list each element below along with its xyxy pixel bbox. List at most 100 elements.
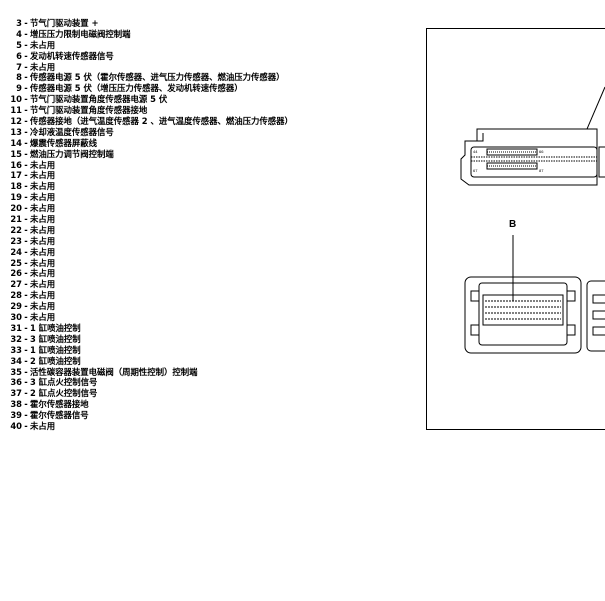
pin-number: 39	[10, 410, 22, 421]
pin-description: 传感器电源 5 伏（增压压力传感器、发动机转速传感器）	[30, 83, 243, 94]
pin-number: 19	[10, 192, 22, 203]
pin-separator: -	[24, 137, 28, 148]
pin-description: 霍尔传感器信号	[30, 410, 89, 421]
pin-separator: -	[24, 148, 28, 159]
pin-number: 21	[10, 214, 22, 225]
pin-item: 32-3 缸喷油控制	[6, 334, 293, 345]
pin-separator: -	[24, 344, 28, 355]
pin-number: 27	[10, 279, 22, 290]
pin-item: 28-未占用	[6, 290, 293, 301]
pin-item: 24-未占用	[6, 247, 293, 258]
pin-number: 8	[16, 72, 22, 83]
pin-item: 20-未占用	[6, 203, 293, 214]
pin-separator: -	[24, 181, 28, 192]
pin-description: 未占用	[30, 420, 56, 431]
pin-item: 19-未占用	[6, 192, 293, 203]
pin-number: 13	[10, 126, 22, 137]
pin-number: 3	[16, 18, 22, 28]
pin-description: 未占用	[30, 290, 56, 301]
pin-separator: -	[24, 105, 28, 116]
pin-description: 未占用	[30, 39, 56, 50]
pin-item: 9-传感器电源 5 伏（增压压力传感器、发动机转速传感器）	[6, 83, 293, 94]
pin-separator: -	[24, 116, 28, 127]
pin-separator: -	[24, 322, 28, 333]
pin-separator: -	[24, 214, 28, 225]
pin-item: 34-2 缸喷油控制	[6, 356, 293, 367]
pin-label-tr: 66	[539, 149, 544, 154]
pin-description: 燃油压力调节阀控制端	[30, 148, 114, 159]
pin-item: 15-燃油压力调节阀控制端	[6, 149, 293, 160]
pin-number: 30	[10, 312, 22, 323]
pin-separator: -	[24, 170, 28, 181]
pin-item: 8-传感器电源 5 伏（霍尔传感器、进气压力传感器、燃油压力传感器）	[6, 72, 293, 83]
pin-description: 传感器电源 5 伏（霍尔传感器、进气压力传感器、燃油压力传感器）	[30, 72, 285, 83]
pin-description: 未占用	[30, 246, 56, 257]
pin-item: 26-未占用	[6, 268, 293, 279]
pin-number: 37	[10, 388, 22, 399]
pin-number: 35	[10, 366, 22, 377]
pin-item: 5-未占用	[6, 40, 293, 51]
pin-description: 未占用	[30, 224, 56, 235]
pin-separator: -	[24, 366, 28, 377]
pin-separator: -	[24, 388, 28, 399]
pin-separator: -	[24, 224, 28, 235]
pin-number: 12	[10, 116, 22, 127]
pin-separator: -	[24, 399, 28, 410]
pin-description: 节气门驱动装置角度传感器接地	[30, 105, 148, 116]
pin-separator: -	[24, 94, 28, 105]
pin-number: 23	[10, 235, 22, 246]
pin-item: 10-节气门驱动装置角度传感器电源 5 伏	[6, 94, 293, 105]
pin-item: 17-未占用	[6, 170, 293, 181]
pin-item: 18-未占用	[6, 181, 293, 192]
pin-item: 40-未占用	[6, 421, 293, 432]
pin-number: 26	[10, 268, 22, 279]
pin-separator: -	[24, 126, 28, 137]
pin-description: 冷却液温度传感器信号	[30, 126, 114, 137]
pin-item: 14-爆震传感器屏蔽线	[6, 138, 293, 149]
pin-description: 1 缸喷油控制	[30, 322, 81, 333]
pin-item: 16-未占用	[6, 160, 293, 171]
pin-number: 33	[10, 344, 22, 355]
pin-separator: -	[24, 192, 28, 203]
pin-description: 未占用	[30, 235, 56, 246]
pin-description: 未占用	[30, 192, 56, 203]
pin-description: 未占用	[30, 170, 56, 181]
pin-label-bl: 67	[473, 168, 478, 173]
pin-description: 未占用	[30, 61, 56, 72]
pin-number: 25	[10, 257, 22, 268]
pin-separator: -	[24, 39, 28, 50]
pin-description: 未占用	[30, 214, 56, 225]
pin-number: 18	[10, 181, 22, 192]
pin-separator: -	[24, 61, 28, 72]
pin-item: 30-未占用	[6, 312, 293, 323]
pin-separator: -	[24, 268, 28, 279]
pin-description: 未占用	[30, 279, 56, 290]
pin-item: 39-霍尔传感器信号	[6, 410, 293, 421]
pin-item: 6-发动机转速传感器信号	[6, 51, 293, 62]
pin-description: 未占用	[30, 181, 56, 192]
pin-item: 21-未占用	[6, 214, 293, 225]
pin-separator: -	[24, 83, 28, 94]
connector-drawing: 44 66 67 87	[460, 86, 605, 354]
pin-number: 10	[10, 94, 22, 105]
pin-item: 38-霍尔传感器接地	[6, 399, 293, 410]
pin-number: 32	[10, 333, 22, 344]
pin-separator: -	[24, 18, 28, 28]
pin-separator: -	[24, 257, 28, 268]
pin-label-br: 87	[539, 168, 544, 173]
pin-label-tl: 44	[473, 149, 478, 154]
pin-number: 4	[16, 28, 22, 39]
pin-number: 11	[10, 105, 22, 116]
pin-description: 未占用	[30, 268, 56, 279]
pin-separator: -	[24, 279, 28, 290]
pin-item: 37-2 缸点火控制信号	[6, 388, 293, 399]
pin-number: 14	[10, 137, 22, 148]
pin-description: 1 缸喷油控制	[30, 344, 81, 355]
pin-number: 15	[10, 148, 22, 159]
pin-item: 29-未占用	[6, 301, 293, 312]
pin-number: 5	[16, 39, 22, 50]
pin-item: 36-3 缸点火控制信号	[6, 377, 293, 388]
pin-description: 未占用	[30, 257, 56, 268]
pin-separator: -	[24, 290, 28, 301]
